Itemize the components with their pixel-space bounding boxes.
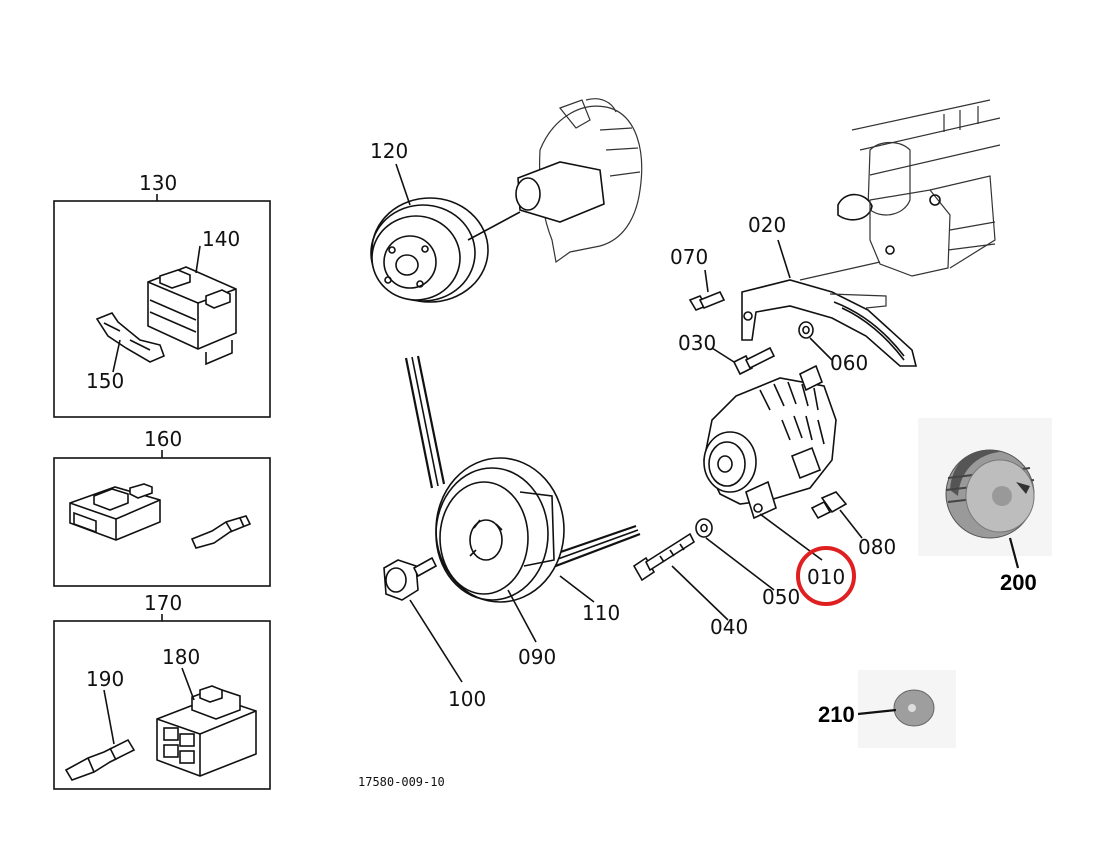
callout-200: 200 xyxy=(1000,570,1037,595)
connector-housing-160[interactable] xyxy=(69,483,161,541)
callout-210: 210 xyxy=(818,702,855,727)
callout-050: 050 xyxy=(762,585,800,609)
bolt-030[interactable] xyxy=(732,346,776,376)
callout-030: 030 xyxy=(678,331,716,355)
inset-connector-130 xyxy=(53,194,271,418)
highlight-circle xyxy=(796,546,856,606)
callout-130: 130 xyxy=(139,171,177,195)
terminal-150[interactable] xyxy=(95,312,166,363)
washer-060[interactable] xyxy=(798,321,814,339)
callout-160: 160 xyxy=(144,427,182,451)
pulley-photo-200 xyxy=(918,418,1052,556)
alternator-bracket-020[interactable] xyxy=(741,261,918,367)
callout-090: 090 xyxy=(518,645,556,669)
inset-connector-170 xyxy=(53,614,271,790)
drawing-number: 17580-009-10 xyxy=(358,775,445,789)
callout-180: 180 xyxy=(162,645,200,669)
callout-150: 150 xyxy=(86,369,124,393)
alternator-010[interactable] xyxy=(703,364,837,520)
callout-110: 110 xyxy=(582,601,620,625)
callout-120: 120 xyxy=(370,139,408,163)
callout-100: 100 xyxy=(448,687,486,711)
inset-connector-160 xyxy=(53,450,271,587)
callout-020: 020 xyxy=(748,213,786,237)
terminal-190[interactable] xyxy=(64,738,136,781)
crank-bolt-100[interactable] xyxy=(383,556,438,601)
washer-050[interactable] xyxy=(695,518,713,538)
water-pump xyxy=(515,98,643,264)
terminal-160[interactable] xyxy=(190,515,252,549)
callout-140: 140 xyxy=(202,227,240,251)
callout-060: 060 xyxy=(830,351,868,375)
engine-block xyxy=(837,99,1001,277)
bolt-040[interactable] xyxy=(632,532,696,582)
crankshaft-pulley-090[interactable] xyxy=(435,457,565,603)
connector-housing-180[interactable] xyxy=(156,685,257,777)
callout-010[interactable]: 010 xyxy=(807,565,845,589)
callout-040: 040 xyxy=(710,615,748,639)
callout-080: 080 xyxy=(858,535,896,559)
fan-pulley-120[interactable] xyxy=(370,197,489,303)
callout-190: 190 xyxy=(86,667,124,691)
nut-photo-210 xyxy=(858,670,956,748)
callout-070: 070 xyxy=(670,245,708,269)
callout-170: 170 xyxy=(144,591,182,615)
bolt-070[interactable] xyxy=(688,290,726,311)
sensor-080[interactable] xyxy=(810,491,848,520)
connector-housing-140[interactable] xyxy=(147,266,237,366)
